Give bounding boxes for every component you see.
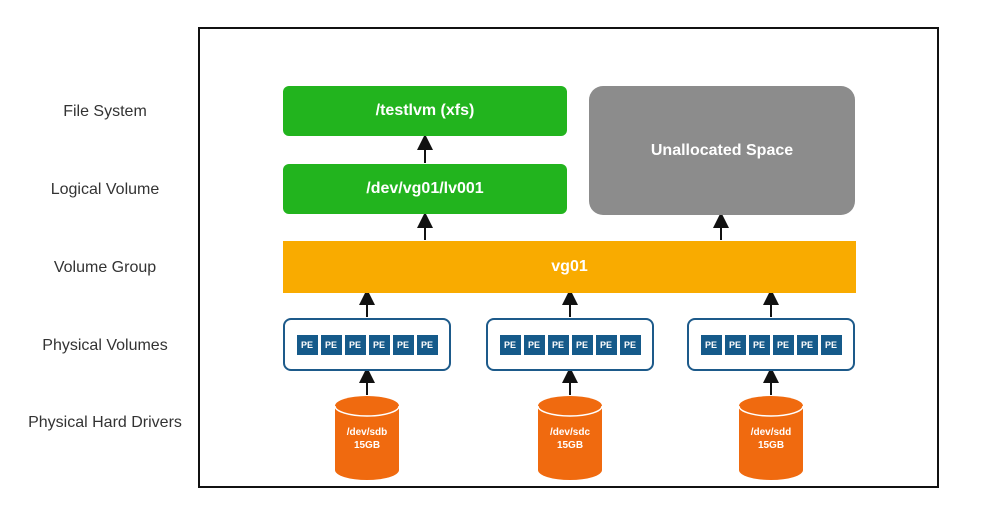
- volume-group-bar: vg01: [283, 241, 856, 293]
- pe-block: PE: [547, 334, 569, 355]
- diagram-frame: [198, 27, 939, 488]
- pe-block: PE: [724, 334, 746, 355]
- layer-label-physical-hard-drivers: Physical Hard Drivers: [28, 414, 182, 431]
- disk-1: /dev/sdb 15GB: [335, 396, 399, 482]
- logical-volume-box: /dev/vg01/lv001: [283, 164, 567, 214]
- pe-block: PE: [796, 334, 818, 355]
- logical-volume-label: /dev/vg01/lv001: [366, 180, 484, 197]
- unallocated-space-label: Unallocated Space: [650, 141, 794, 159]
- pe-block: PE: [748, 334, 770, 355]
- pe-block: PE: [499, 334, 521, 355]
- pe-block: PE: [820, 334, 842, 355]
- disk-cylinder-icon: [538, 396, 602, 480]
- unallocated-space-box: Unallocated Space: [589, 86, 855, 215]
- pe-block: PE: [416, 334, 438, 355]
- disk-device-label: /dev/sdd: [750, 427, 792, 438]
- layer-label-volume-group: Volume Group: [53, 259, 157, 276]
- pe-block: PE: [368, 334, 390, 355]
- disk-cylinder-icon: [335, 396, 399, 480]
- disk-3: /dev/sdd 15GB: [739, 396, 803, 482]
- file-system-label: /testlvm (xfs): [375, 102, 475, 119]
- physical-volume-3: PE PE PE PE PE PE: [687, 318, 855, 371]
- physical-volume-2: PE PE PE PE PE PE: [486, 318, 654, 371]
- disk-device-label: /dev/sdb: [346, 427, 388, 438]
- layer-label-logical-volume: Logical Volume: [50, 181, 160, 198]
- layer-label-physical-volumes: Physical Volumes: [42, 337, 168, 354]
- pe-block: PE: [571, 334, 593, 355]
- pe-block: PE: [772, 334, 794, 355]
- disk-size-label: 15GB: [556, 440, 584, 451]
- disk-device-label: /dev/sdc: [549, 427, 591, 438]
- layer-label-file-system: File System: [63, 103, 147, 120]
- disk-size-label: 15GB: [757, 440, 785, 451]
- physical-volume-1: PE PE PE PE PE PE: [283, 318, 451, 371]
- pe-block: PE: [619, 334, 641, 355]
- disk-2: /dev/sdc 15GB: [538, 396, 602, 482]
- pe-block: PE: [523, 334, 545, 355]
- file-system-box: /testlvm (xfs): [283, 86, 567, 136]
- pe-block: PE: [296, 334, 318, 355]
- pe-block: PE: [344, 334, 366, 355]
- disk-size-label: 15GB: [353, 440, 381, 451]
- pe-block: PE: [700, 334, 722, 355]
- pe-block: PE: [320, 334, 342, 355]
- pe-block: PE: [595, 334, 617, 355]
- disk-cylinder-icon: [739, 396, 803, 480]
- volume-group-label: vg01: [551, 258, 588, 275]
- pe-block: PE: [392, 334, 414, 355]
